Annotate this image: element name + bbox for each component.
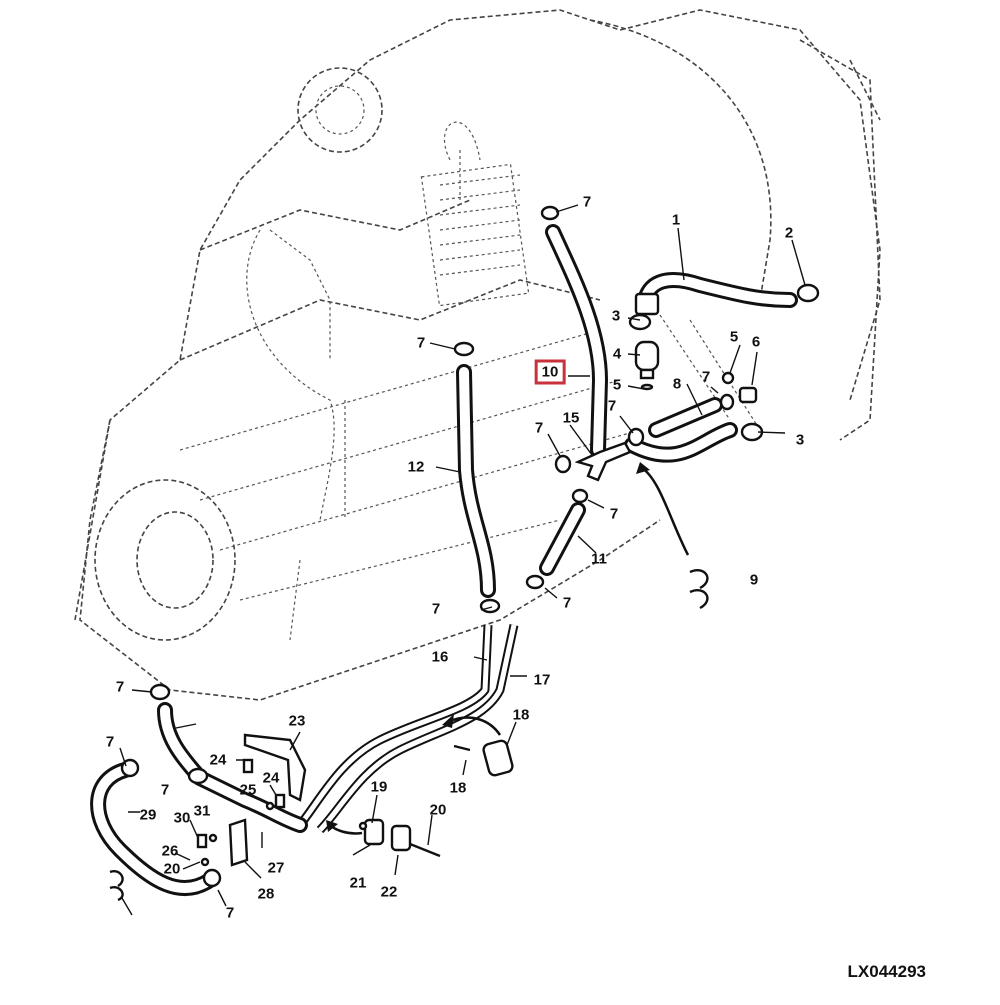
drawing-number: LX044293 xyxy=(847,962,926,981)
callout-23[interactable]: 24 xyxy=(262,769,280,787)
thermostat-sender-4[interactable] xyxy=(634,340,660,391)
leader-lines xyxy=(119,204,806,916)
callout-11[interactable]: 11 xyxy=(591,550,607,568)
callout-7[interactable]: 7 xyxy=(225,904,235,922)
callout-7[interactable]: 7 xyxy=(562,594,572,612)
callout-12[interactable]: 12 xyxy=(407,458,425,476)
hose-11[interactable] xyxy=(539,502,586,576)
callout-19[interactable]: 20 xyxy=(429,801,447,819)
hose-12[interactable] xyxy=(456,364,496,598)
callout-7[interactable]: 7 xyxy=(105,733,115,751)
clamp-pair-20[interactable] xyxy=(363,818,441,858)
callout-7[interactable]: 7 xyxy=(609,505,619,523)
callout-7[interactable]: 7 xyxy=(115,678,125,696)
engine-block-outline xyxy=(74,9,881,701)
callout-8[interactable]: 8 xyxy=(672,375,682,393)
bracket-16[interactable] xyxy=(453,739,514,777)
callout-17[interactable]: 18 xyxy=(449,779,467,797)
callout-14[interactable]: 16 xyxy=(431,648,449,666)
callout-29[interactable]: 31 xyxy=(193,802,211,820)
callout-5[interactable]: 5 xyxy=(729,328,739,346)
callout-20[interactable]: 22 xyxy=(380,883,398,901)
callout-4[interactable]: 4 xyxy=(612,345,622,363)
tube-15[interactable] xyxy=(316,624,519,834)
callout-7[interactable]: 7 xyxy=(607,397,617,415)
callout-18[interactable]: 19 xyxy=(370,778,388,796)
callout-10-highlighted[interactable]: 10 xyxy=(534,359,566,385)
callout-21[interactable]: 23 xyxy=(288,712,306,730)
bracket-26[interactable] xyxy=(228,818,249,867)
callout-25[interactable]: 27 xyxy=(267,859,285,877)
callout-15[interactable]: 17 xyxy=(533,671,551,689)
hose-27[interactable] xyxy=(90,762,218,897)
callout-27[interactable]: 29 xyxy=(139,806,157,824)
callout-6[interactable]: 6 xyxy=(751,333,761,351)
callout-3[interactable]: 3 xyxy=(611,307,621,325)
callout-28[interactable]: 30 xyxy=(173,809,191,827)
hose-10[interactable] xyxy=(545,224,608,458)
callout-7[interactable]: 7 xyxy=(431,600,441,618)
callout-1[interactable]: 1 xyxy=(671,211,681,229)
callout-24[interactable]: 25 xyxy=(239,781,257,799)
callout-26[interactable]: 28 xyxy=(257,885,275,903)
clip-31[interactable] xyxy=(109,870,124,902)
callout-22[interactable]: 24 xyxy=(209,751,227,769)
hose-8[interactable] xyxy=(624,397,738,463)
hose-1[interactable] xyxy=(634,272,798,316)
callout-5[interactable]: 5 xyxy=(612,376,622,394)
assembly-arrow xyxy=(641,466,690,556)
tee-fitting-13[interactable] xyxy=(574,441,632,482)
assembly-arrow xyxy=(447,716,502,736)
bolts xyxy=(196,758,368,867)
callout-7[interactable]: 7 xyxy=(160,781,170,799)
callout-2[interactable]: 2 xyxy=(784,224,794,242)
callout-24[interactable]: 26 xyxy=(161,842,179,860)
callout-18[interactable]: 20 xyxy=(163,860,181,878)
tube-14[interactable] xyxy=(296,624,493,828)
callout-7[interactable]: 7 xyxy=(416,334,426,352)
callout-16[interactable]: 18 xyxy=(512,706,530,724)
callout-7[interactable]: 7 xyxy=(582,193,592,211)
callout-3[interactable]: 3 xyxy=(795,431,805,449)
callout-13[interactable]: 15 xyxy=(562,409,580,427)
clip-9[interactable] xyxy=(689,569,709,610)
callout-20[interactable]: 21 xyxy=(349,874,367,892)
callout-9[interactable]: 9 xyxy=(749,571,759,589)
callout-7[interactable]: 7 xyxy=(534,419,544,437)
callout-7[interactable]: 7 xyxy=(701,368,711,386)
fitting-6[interactable] xyxy=(721,371,758,404)
